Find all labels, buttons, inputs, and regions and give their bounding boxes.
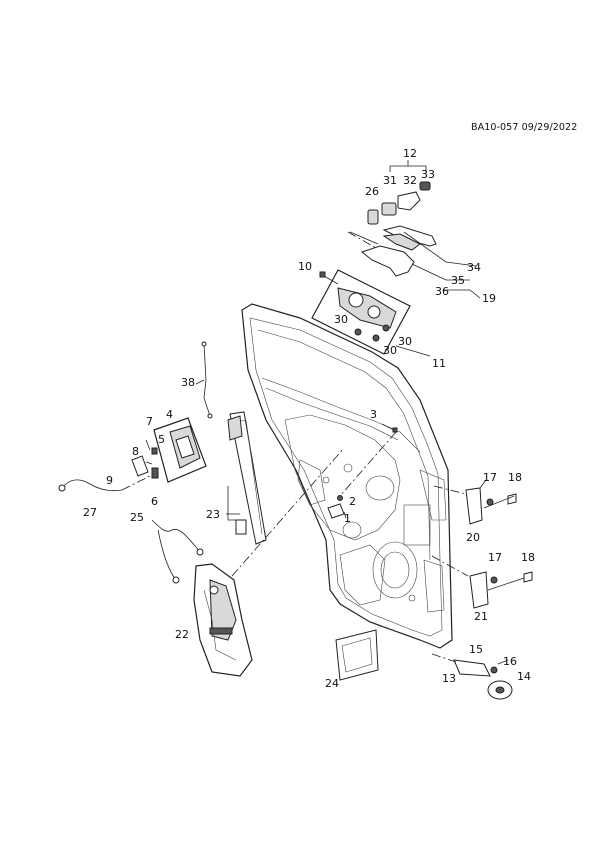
rod-38	[195, 341, 213, 419]
callout-3: 3	[370, 408, 377, 421]
callout-16: 16	[503, 655, 517, 668]
callout-30-a: 30	[334, 313, 348, 326]
latch-module-box	[311, 269, 431, 357]
callout-30-c: 30	[383, 344, 397, 357]
callout-19: 19	[482, 292, 496, 305]
callout-9: 9	[106, 474, 113, 487]
callout-12: 12	[403, 147, 417, 160]
callout-17-b: 17	[488, 551, 502, 564]
cable-27	[58, 475, 151, 492]
callout-4: 4	[166, 408, 173, 421]
callout-32: 32	[403, 174, 417, 187]
small-parts	[327, 423, 398, 519]
handle-cap-26	[381, 202, 397, 216]
upper-hinge	[465, 479, 517, 525]
callout-35: 35	[451, 274, 465, 287]
callout-27: 27	[83, 506, 97, 519]
cable-25	[151, 519, 204, 584]
callout-6: 6	[151, 495, 158, 508]
check-link	[431, 653, 513, 700]
callout-13: 13	[442, 672, 456, 685]
inside-handle-box	[131, 417, 207, 483]
callout-22: 22	[175, 628, 189, 641]
callout-2: 2	[349, 495, 356, 508]
callout-11: 11	[432, 357, 446, 370]
callout-30-b: 30	[398, 335, 412, 348]
callout-33: 33	[421, 168, 435, 181]
callout-26: 26	[365, 185, 379, 198]
outside-handle-group	[347, 160, 481, 299]
callout-20: 20	[466, 531, 480, 544]
lower-hinge	[469, 571, 533, 609]
callout-18-b: 18	[521, 551, 535, 564]
callout-21: 21	[474, 610, 488, 623]
callout-24: 24	[325, 677, 339, 690]
callout-5: 5	[158, 433, 165, 446]
callout-36: 36	[435, 285, 449, 298]
glass-run-channel	[226, 411, 267, 545]
callout-10: 10	[298, 260, 312, 273]
callout-25: 25	[130, 511, 144, 524]
handle-36	[360, 245, 415, 277]
callout-8: 8	[132, 445, 139, 458]
window-regulator	[193, 447, 345, 677]
callout-38: 38	[181, 376, 195, 389]
callout-17-a: 17	[483, 471, 497, 484]
callout-31: 31	[383, 174, 397, 187]
door-panel	[241, 303, 453, 649]
bezel-8	[131, 455, 149, 477]
reference-code: BA10-057 09/29/2022	[471, 122, 578, 133]
callout-1: 1	[344, 512, 351, 525]
access-panel	[335, 629, 379, 681]
callout-15: 15	[469, 643, 483, 656]
lock-cylinder-32	[397, 191, 421, 211]
callout-18-a: 18	[508, 471, 522, 484]
callout-34: 34	[467, 261, 481, 274]
callout-14: 14	[517, 670, 531, 683]
callout-23: 23	[206, 508, 220, 521]
callout-7: 7	[146, 415, 153, 428]
